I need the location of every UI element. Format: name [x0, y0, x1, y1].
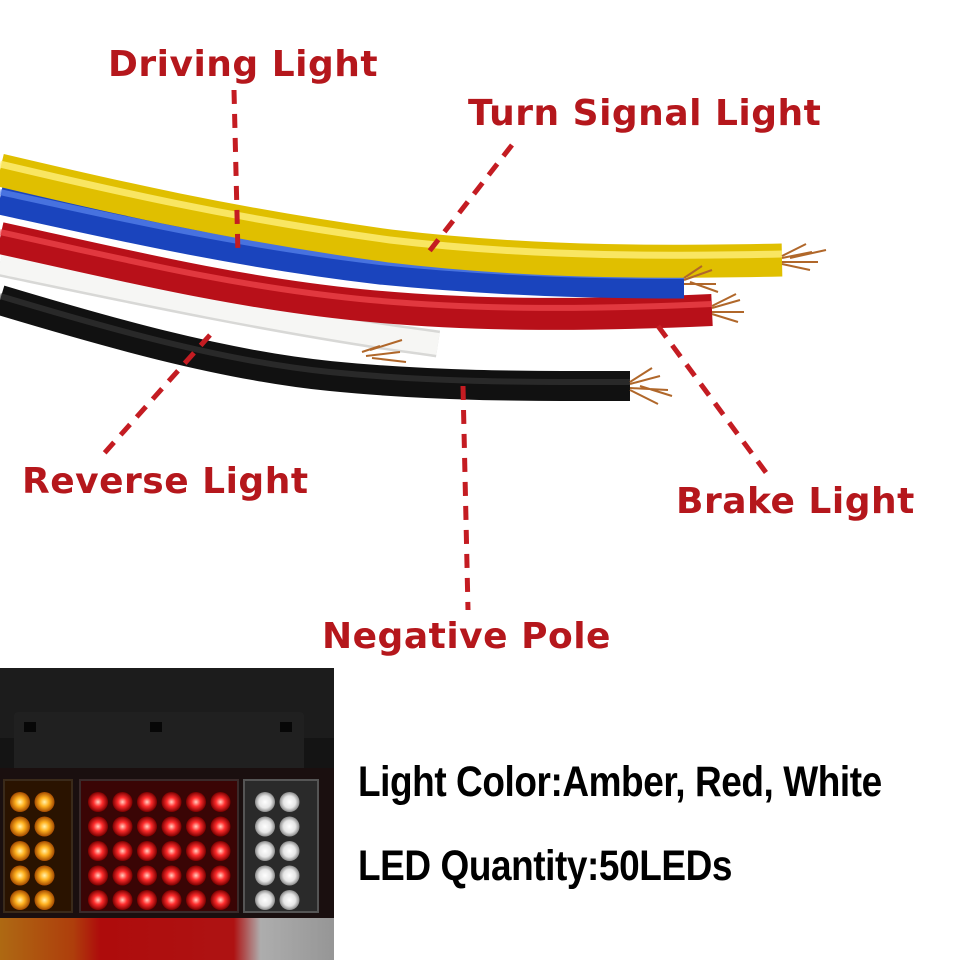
- led-red: [186, 890, 206, 910]
- label-turn-signal-light: Turn Signal Light: [468, 93, 822, 134]
- led-red: [161, 792, 182, 812]
- led-red: [161, 865, 182, 886]
- led-white: [279, 792, 300, 812]
- wire-red: [0, 222, 713, 330]
- led-white: [279, 865, 300, 886]
- led-white: [255, 816, 275, 837]
- leader-lines: [98, 89, 773, 611]
- led-white: [279, 890, 300, 910]
- led-amber: [34, 865, 55, 886]
- led-red: [112, 816, 133, 837]
- led-white: [255, 865, 275, 886]
- led-white: [255, 890, 275, 910]
- led-red: [112, 865, 133, 886]
- led-red: [137, 865, 157, 886]
- led-red: [186, 792, 206, 812]
- led-amber: [34, 792, 55, 812]
- led-red: [186, 841, 206, 861]
- label-reverse-light: Reverse Light: [22, 461, 309, 502]
- led-amber: [34, 816, 55, 837]
- led-red: [210, 890, 231, 910]
- led-amber: [10, 865, 30, 886]
- led-red: [186, 816, 206, 837]
- led-white: [279, 816, 300, 837]
- led-red: [161, 890, 182, 910]
- led-amber: [10, 792, 30, 812]
- led-amber: [34, 841, 55, 861]
- label-brake-light: Brake Light: [676, 481, 915, 522]
- led-red: [88, 865, 108, 886]
- led-red: [88, 816, 108, 837]
- spec-led-quantity: LED Quantity:50LEDs: [358, 842, 733, 890]
- spec-light-color: Light Color:Amber, Red, White: [358, 758, 882, 806]
- label-driving-light: Driving Light: [108, 44, 379, 85]
- led-red: [161, 816, 182, 837]
- wire-white: [0, 249, 441, 358]
- led-red: [161, 841, 182, 861]
- led-white: [255, 792, 275, 812]
- led-red: [210, 841, 231, 861]
- led-tail-light-photo: [0, 668, 334, 960]
- copper-strands-icon: [361, 243, 827, 405]
- led-red: [210, 792, 231, 812]
- led-red: [88, 792, 108, 812]
- led-red: [88, 841, 108, 861]
- led-amber: [34, 890, 55, 910]
- led-white: [279, 841, 300, 861]
- led-red: [137, 841, 157, 861]
- led-red: [137, 816, 157, 837]
- led-red: [112, 792, 133, 812]
- led-amber: [10, 841, 30, 861]
- led-red: [210, 865, 231, 886]
- led-white: [255, 841, 275, 861]
- led-red: [210, 816, 231, 837]
- wire-yellow: [0, 153, 783, 278]
- led-amber: [10, 890, 30, 910]
- led-red: [137, 792, 157, 812]
- led-red: [137, 890, 157, 910]
- wire-black: [0, 285, 631, 402]
- led-red: [186, 865, 206, 886]
- led-red: [112, 890, 133, 910]
- led-red: [88, 890, 108, 910]
- led-red: [112, 841, 133, 861]
- label-negative-pole: Negative Pole: [322, 616, 611, 657]
- led-amber: [10, 816, 30, 837]
